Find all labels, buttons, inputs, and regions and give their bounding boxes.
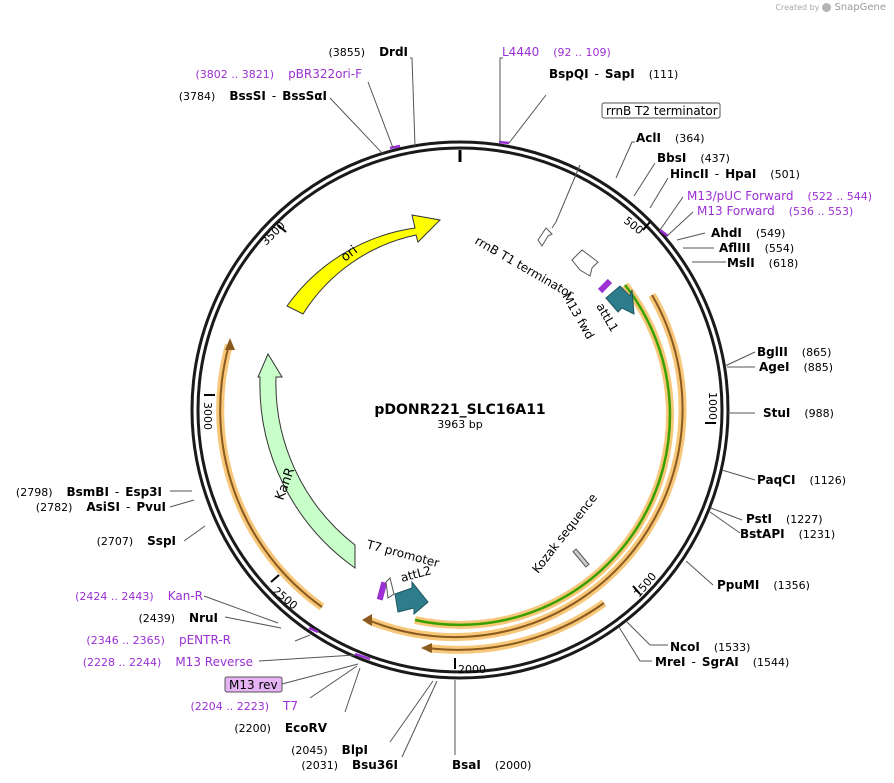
orf-arc-bottom: [427, 602, 605, 651]
rrnb-t1-terminator-label: rrnB T1 terminator: [473, 233, 577, 301]
leader-lines-left: [169, 57, 438, 758]
m13-rev-box: [224, 676, 283, 693]
label-NcoI: NcoI(1533): [670, 640, 750, 654]
label-M13-pUC-Forward: M13/pUC Forward(522 .. 544): [687, 189, 872, 203]
snapgene-credit: Created by SnapGene: [775, 2, 886, 13]
label-Bsu36I: (2031)Bsu36I: [301, 758, 398, 772]
tick-label-1000: 1000: [706, 392, 719, 420]
label-M13-Forward: M13 Forward(536 .. 553): [697, 204, 853, 218]
plasmid-name: pDONR221_SLC16A11: [374, 402, 545, 418]
label-MslI: MslI(618): [727, 256, 798, 270]
backbone-inner-ring: [196, 146, 724, 674]
attl2-feature-arrow: [394, 580, 429, 616]
label-MreI: MreI-SgrAI(1544): [655, 655, 789, 669]
orf-arc-green: [414, 284, 672, 627]
label-L4440: L4440(92 .. 109): [502, 45, 611, 59]
orf-arc-green-glow: [414, 282, 674, 629]
rrnb-t2-terminator-arrow: [537, 227, 553, 247]
label-AgeI: AgeI(885): [759, 360, 833, 374]
label-PaqCI: PaqCI(1126): [757, 473, 846, 487]
kozak-sequence-mark: [572, 548, 590, 568]
label-StuI: StuI(988): [763, 406, 834, 420]
label-T7: (2204 .. 2223)T7: [190, 699, 298, 713]
label-pBR322ori-F: (3802 .. 3821)pBR322ori-F: [196, 67, 363, 81]
label-HincII: HincII-HpaI(501): [670, 167, 800, 181]
attl1-feature-arrow: [605, 285, 635, 315]
label-BlpI: (2045)BlpI: [291, 743, 368, 757]
label-BglII: BglII(865): [757, 345, 831, 359]
label-M13-rev: M13 rev: [229, 678, 278, 692]
tick-label-500: 500: [621, 214, 646, 237]
label-BssSI: (3784)BssSI-BssSαI: [179, 89, 327, 103]
plasmid-length: 3963 bp: [437, 418, 482, 431]
orf-arc-left-arrowhead: [225, 338, 235, 350]
label-BbsI: BbsI(437): [657, 151, 730, 165]
orf-arc-right-outer-arrowhead: [362, 614, 372, 626]
m13-fwd-label: M13 fwd: [559, 291, 597, 342]
label-AclI: AclI(364): [636, 131, 705, 145]
label-DrdI: (3855)DrdI: [328, 45, 408, 59]
label-AhdI: AhdI(549): [711, 226, 785, 240]
kozak-sequence-label: Kozak sequence: [529, 491, 600, 576]
tick-label-2000: 2000: [458, 663, 486, 676]
rrnb-t1-terminator-arrow: [571, 249, 599, 277]
snapgene-logo-icon: [822, 3, 832, 12]
label-SspI: (2707)SspI: [97, 534, 176, 548]
primer-marks: [308, 140, 669, 661]
label-BspQI: BspQI-SapI(111): [549, 67, 678, 81]
kanr-feature-arrow: [257, 352, 356, 569]
tick-label-3500: 3500: [259, 219, 288, 248]
attl2-label: attL2: [399, 563, 433, 585]
backbone-outer-ring: [190, 140, 730, 680]
credit-brand: SnapGene: [834, 2, 886, 13]
label-rrnb-t2-terminator: rrnB T2 terminator: [606, 104, 718, 118]
label-AflIII: AflIII(554): [719, 241, 794, 255]
m13-fwd-primer-mark: [597, 278, 613, 294]
label-BsmBI: (2798)BsmBI-Esp3I: [16, 485, 162, 499]
t7-promoter-arrow: [385, 577, 395, 599]
leader-lines-right: [454, 57, 756, 755]
orf-arc-left: [219, 344, 323, 608]
label-AsiSI: (2782)AsiSI-PvuI: [36, 500, 166, 514]
label-pENTR-R: (2346 .. 2365)pENTR-R: [86, 633, 231, 647]
label-BsaI: BsaI(2000): [452, 758, 531, 772]
label-PstI: PstI(1227): [746, 512, 823, 526]
ori-feature-arrow: [286, 214, 442, 315]
label-BstAPI: BstAPI(1231): [740, 527, 835, 541]
label-EcoRV: (2200)EcoRV: [234, 721, 327, 735]
orf-arc-bottom-arrowhead: [421, 643, 432, 653]
tick-label-3000: 3000: [201, 402, 214, 430]
label-M13-Reverse: (2228 .. 2244)M13 Reverse: [83, 655, 253, 669]
label-Kan-R: (2424 .. 2443)Kan-R: [75, 589, 203, 603]
t7-primer-mark: [376, 581, 388, 601]
rrnb-t2-terminator-box: [601, 102, 721, 119]
label-NruI: (2439)NruI: [138, 611, 218, 625]
orf-arc-right-outer: [367, 294, 684, 639]
credit-prefix: Created by: [775, 3, 820, 12]
label-PpuMI: PpuMI(1356): [717, 578, 810, 592]
